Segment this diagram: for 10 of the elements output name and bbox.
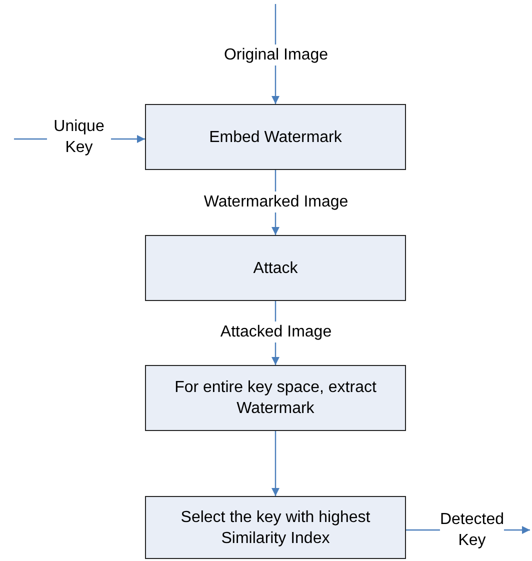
edge-label: Attacked Image [220,322,332,342]
process-box: For entire key space, extract Watermark [145,365,406,431]
process-box: Embed Watermark [145,104,406,170]
edge-label: Detected Key [440,509,504,551]
edge-label: Unique Key [47,116,111,158]
arrow [272,431,280,496]
edge-label: Original Image [224,44,328,66]
process-box: Select the key with highest Similarity Index [145,496,406,559]
edge-label: Watermarked Image [204,192,348,212]
process-box: Attack [145,235,406,301]
